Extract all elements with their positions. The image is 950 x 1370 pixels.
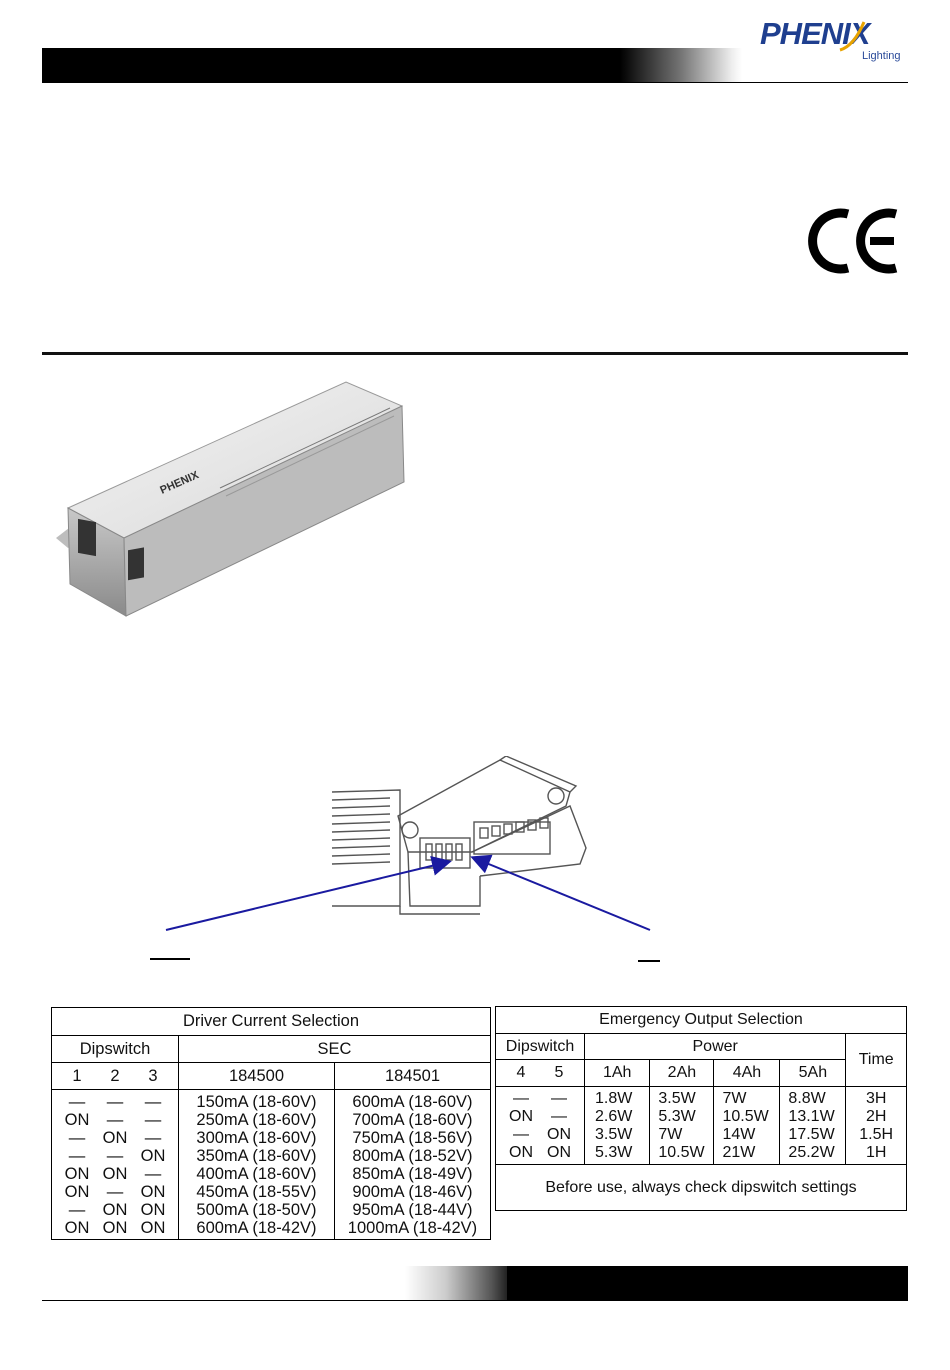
driver-current-table: Driver Current Selection Dipswitch SEC 1… [51,1007,492,1240]
switch-number: 1 [72,1066,82,1085]
dipswitch-check-note: Before use, always check dipswitch setti… [495,1164,907,1211]
capacity-header: 5Ah [779,1059,847,1087]
list-item: 1000mA (18-42V) [347,1219,478,1237]
current-values-184501: 600mA (18-60V) 700mA (18-60V) 750mA (18-… [333,1089,492,1240]
list-item: 500mA (18-50V) [196,1201,317,1219]
header-rule [42,82,908,83]
model-header-184501: 184501 [333,1062,492,1090]
logo-wordmark: PHENIX [760,16,870,51]
list-item: 600mA (18-42V) [196,1219,317,1237]
table-row: —— [513,1090,567,1107]
list-item: 300mA (18-60V) [196,1129,317,1147]
section-divider [42,352,908,355]
current-values-184500: 150mA (18-60V) 250mA (18-60V) 300mA (18-… [178,1089,335,1240]
table-row: —ON— [68,1129,162,1147]
table-row: ——— [68,1093,162,1111]
table-row: —ON [513,1126,571,1143]
emergency-table-title: Emergency Output Selection [495,1006,907,1034]
footer-rule [42,1300,908,1301]
logo-subtitle: Lighting [862,50,901,62]
switch-number: 4 [516,1064,526,1081]
list-item: 850mA (18-49V) [352,1165,473,1183]
list-item: 700mA (18-60V) [352,1111,473,1129]
footer-gradient [405,1266,507,1300]
list-item: 950mA (18-44V) [352,1201,473,1219]
model-header-184500: 184500 [178,1062,335,1090]
current-table-title: Driver Current Selection [51,1007,491,1036]
capacity-header: 4Ah [713,1059,781,1087]
capacity-header: 1Ah [583,1059,651,1087]
list-item: 250mA (18-60V) [196,1111,317,1129]
current-switch-numbers: 1 2 3 [51,1062,179,1090]
current-dipswitch-header: Dipswitch [51,1035,179,1063]
switch-number: 5 [554,1064,564,1081]
logo-swoosh-icon [839,21,866,52]
emergency-power-header: Power [583,1033,847,1060]
switch-number: 2 [110,1066,120,1085]
list-item: 800mA (18-52V) [352,1147,473,1165]
list-item: 400mA (18-60V) [196,1165,317,1183]
table-row: ON—— [64,1111,162,1129]
product-photo: PHENIX [56,381,405,617]
left-callout-underline [150,958,190,960]
right-callout-underline [638,960,660,962]
list-item: 900mA (18-46V) [352,1183,473,1201]
list-item: 450mA (18-55V) [196,1183,317,1201]
emergency-time-header: Time [845,1033,907,1087]
list-item: 350mA (18-60V) [196,1147,317,1165]
list-item: 150mA (18-60V) [196,1093,317,1111]
phenix-logo: PHENIX Lighting [758,16,908,62]
header-bar [42,48,908,82]
list-item: 600mA (18-60V) [352,1093,473,1111]
emergency-switch-numbers: 4 5 [495,1059,585,1087]
table-row: ——ON [68,1147,166,1165]
current-sec-header: SEC [178,1035,491,1063]
dipswitch-drawing [331,756,587,915]
list-item: 750mA (18-56V) [352,1129,473,1147]
table-row: ON—ON [64,1183,166,1201]
emergency-output-table: Emergency Output Selection Dipswitch Pow… [495,1006,907,1211]
table-row: ON— [509,1108,567,1125]
emergency-dipswitch-header: Dipswitch [495,1033,585,1060]
capacity-header: 2Ah [649,1059,715,1087]
footer-bar [507,1266,908,1300]
switch-number: 3 [148,1066,158,1085]
ce-mark-icon [808,208,898,274]
pointer-arrows [165,854,651,931]
